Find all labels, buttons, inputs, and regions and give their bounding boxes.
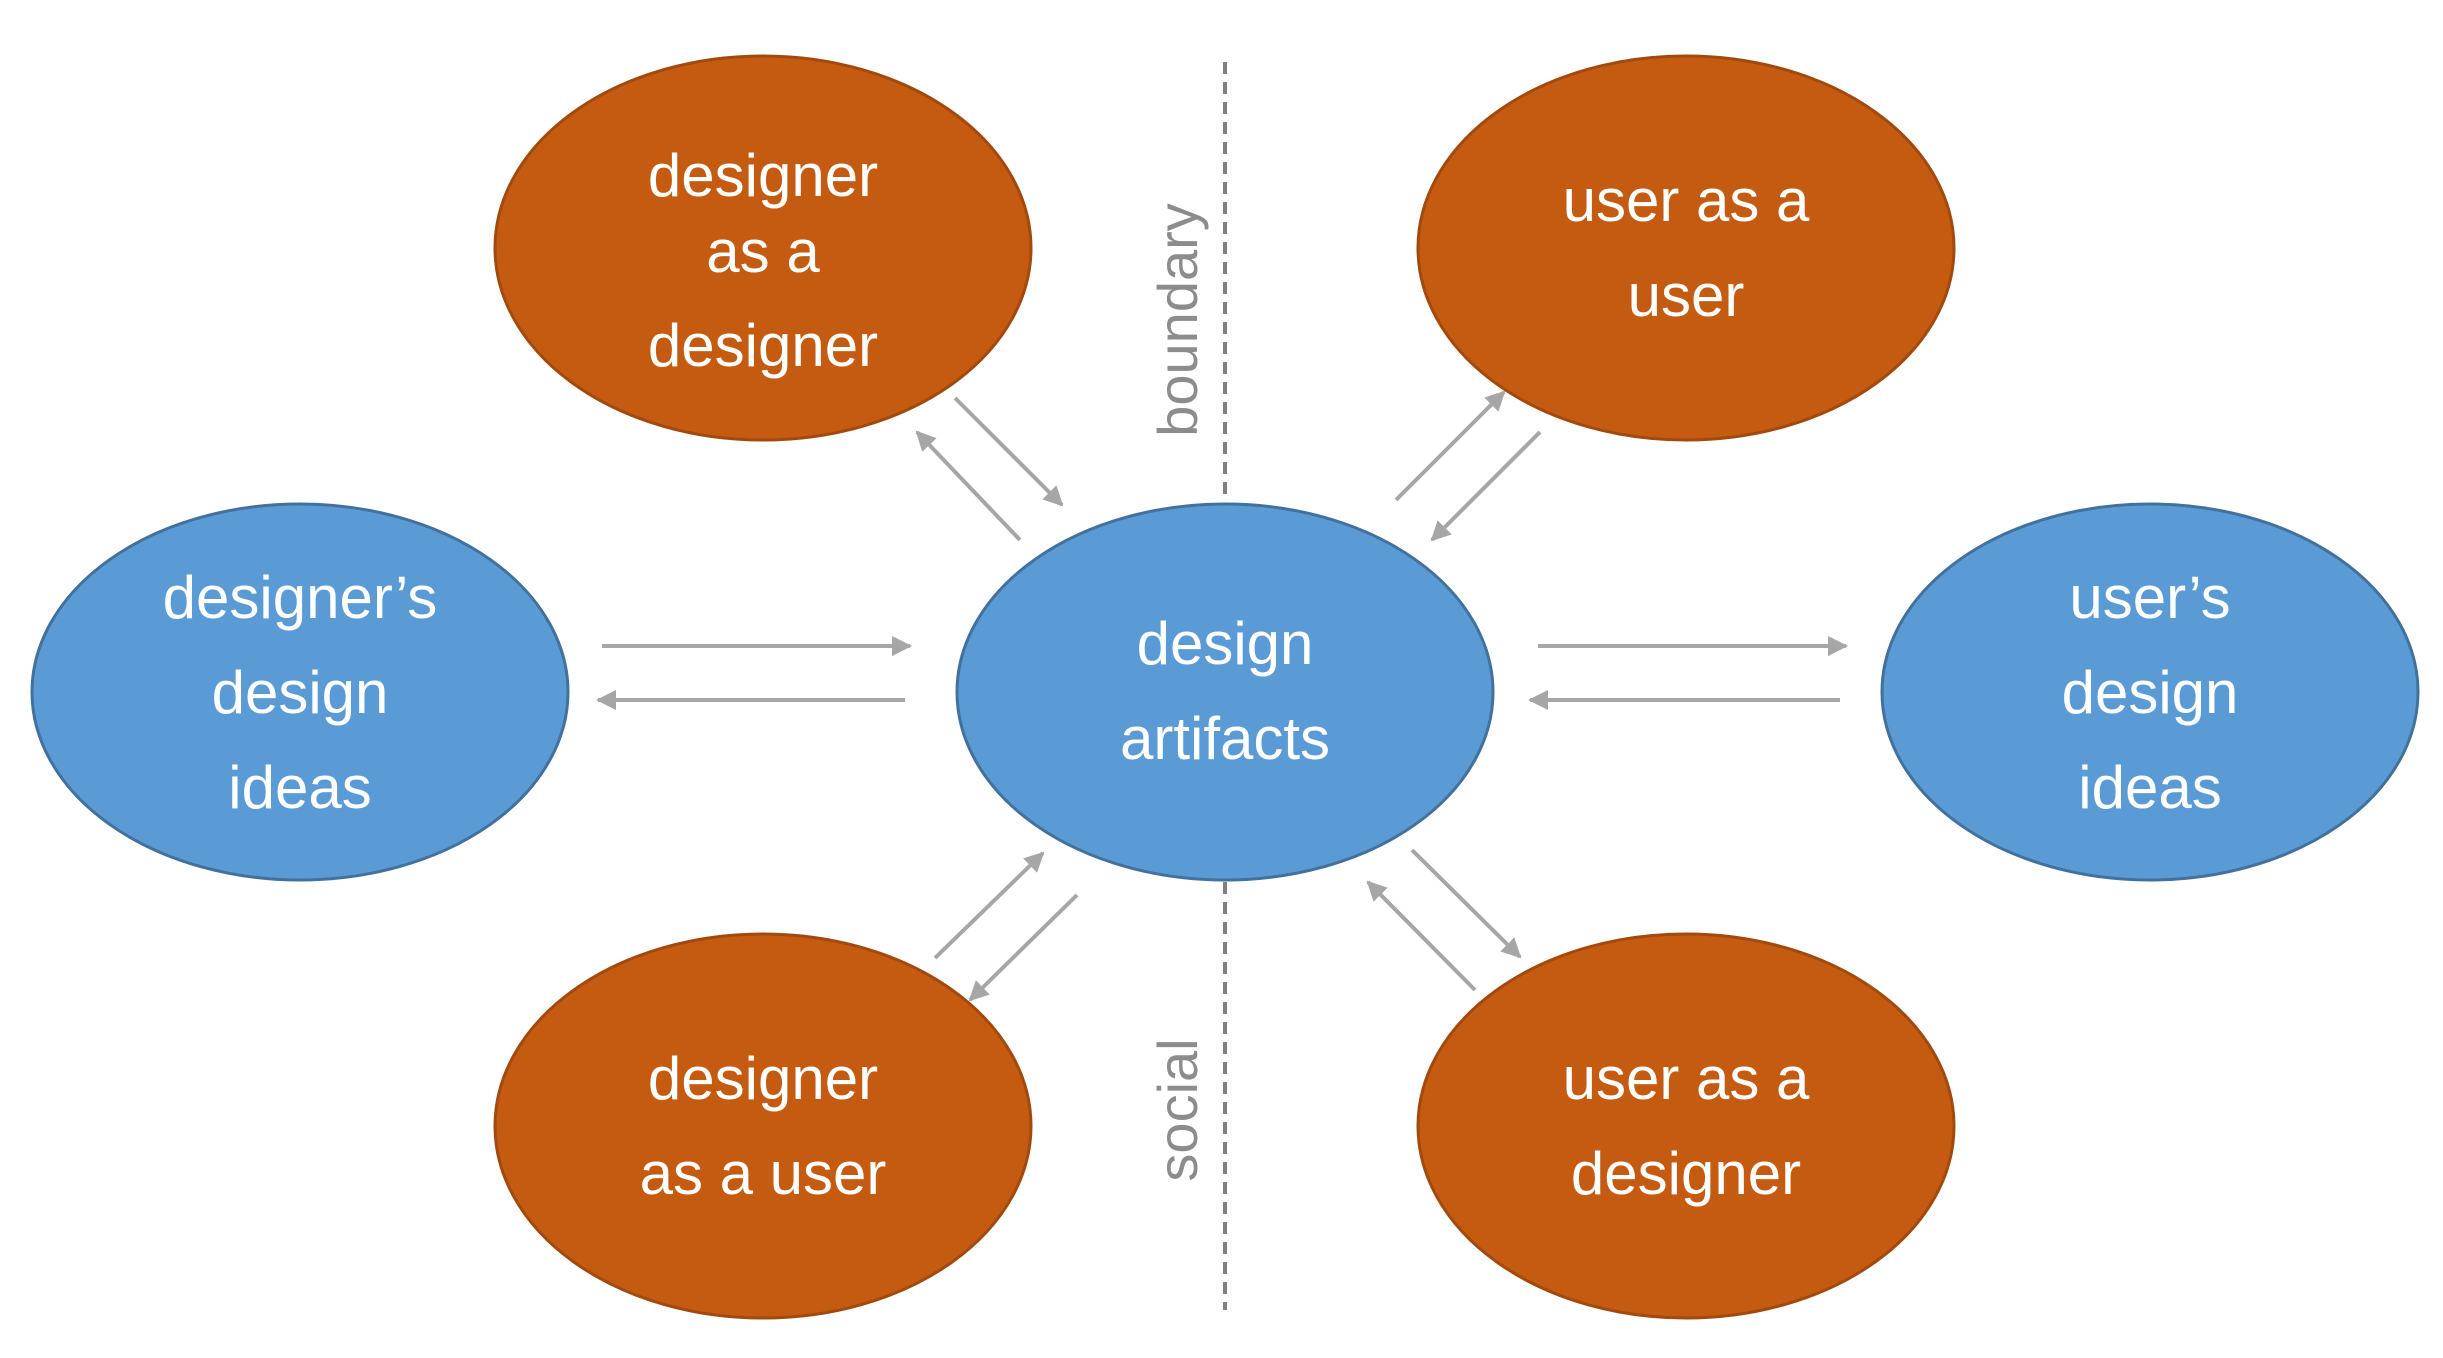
node-design-artifacts: design artifacts [955, 502, 1495, 882]
svg-text:ideas: ideas [228, 754, 371, 821]
svg-text:as a: as a [706, 218, 820, 285]
node-designers-design-ideas: designer’s design ideas [30, 502, 570, 882]
svg-text:user: user [1628, 262, 1745, 329]
svg-text:design: design [212, 659, 389, 726]
node-user-as-user: user as a user [1416, 54, 1956, 442]
svg-text:design: design [2062, 659, 2239, 726]
svg-text:ideas: ideas [2078, 754, 2221, 821]
svg-text:user’s: user’s [2069, 564, 2230, 631]
arrow-artifacts-to-designer-as-user [968, 893, 1079, 1002]
svg-text:designer: designer [1571, 1140, 1801, 1207]
arrow-artifacts-to-user-as-user [1394, 390, 1506, 502]
node-user-as-designer: user as a designer [1416, 932, 1956, 1320]
boundary-label-bottom: social [1146, 1038, 1209, 1181]
svg-text:designer: designer [648, 142, 878, 209]
svg-text:artifacts: artifacts [1120, 705, 1330, 772]
svg-text:as a user: as a user [640, 1140, 887, 1207]
node-users-design-ideas: user’s design ideas [1880, 502, 2420, 882]
arrow-artifacts-to-user-as-designer [1410, 848, 1522, 959]
arrow-designer-as-user-to-artifacts [933, 851, 1045, 960]
arrow-user-as-designer-to-artifacts [1366, 880, 1477, 992]
arrow-user-as-user-to-artifacts [1430, 430, 1542, 542]
svg-text:designer’s: designer’s [163, 564, 438, 631]
node-designer-as-user: designer as a user [493, 932, 1033, 1320]
svg-text:designer: designer [648, 312, 878, 379]
svg-text:designer: designer [648, 1045, 878, 1112]
boundary-label-top: boundary [1146, 203, 1209, 437]
svg-text:design: design [1137, 610, 1314, 677]
node-designer-as-designer: designer as a designer [493, 54, 1033, 442]
arrow-artifacts-to-designer-as-designer [915, 430, 1022, 542]
arrow-designer-as-designer-to-artifacts [953, 396, 1064, 507]
svg-text:user as a: user as a [1563, 167, 1810, 234]
svg-text:user as a: user as a [1563, 1045, 1810, 1112]
